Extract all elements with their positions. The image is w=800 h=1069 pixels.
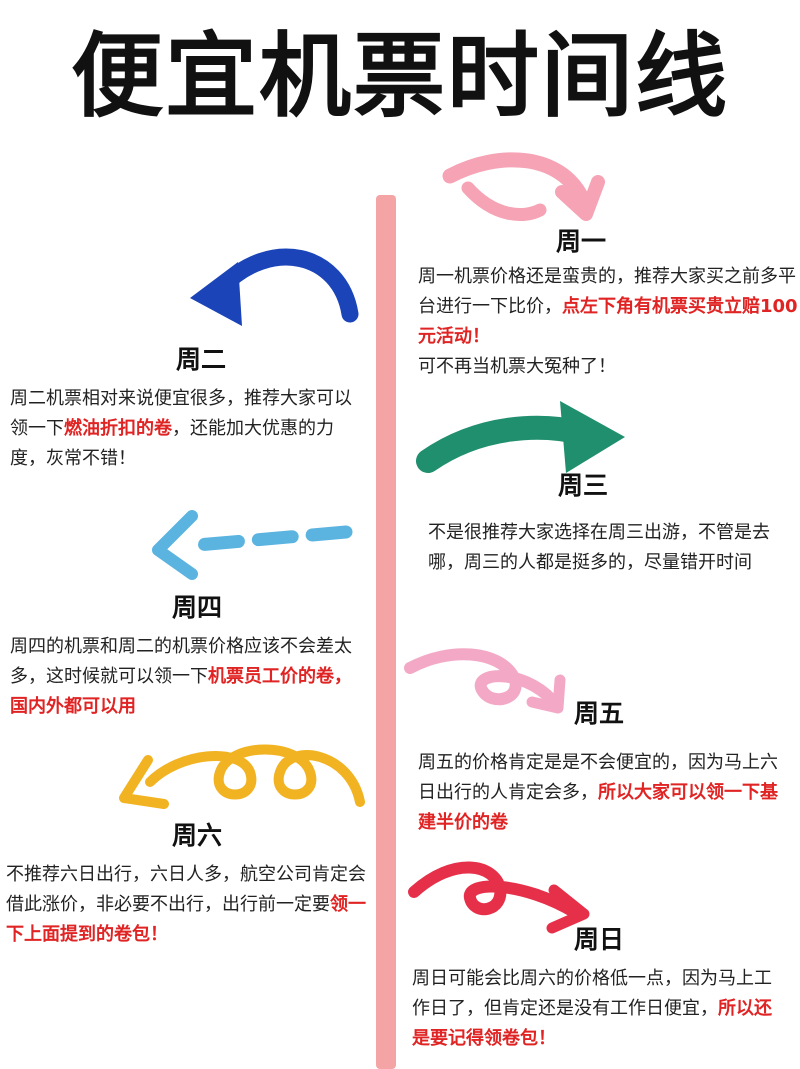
day-text-saturday: 不推荐六日出行，六日人多，航空公司肯定会借此涨价，非必要不出行，出行前一定要领一… bbox=[6, 860, 368, 950]
day-label-tuesday: 周二 bbox=[176, 345, 227, 374]
monday-arrow-icon bbox=[442, 152, 605, 221]
day-text-plain: 周一机票价格还是蛮贵的，推荐大家买之前多平台进行一下比价， bbox=[418, 266, 796, 317]
day-text-highlight: 机票员工价的卷，国内外都可以用 bbox=[10, 666, 352, 717]
day-text-plain: 不推荐六日出行，六日人多，航空公司肯定会借此涨价，非必要不出行，出行前一定要 bbox=[6, 864, 366, 915]
saturday-arrow-icon bbox=[119, 744, 365, 809]
day-text-highlight: 所以大家可以领一下基建半价的卷 bbox=[418, 782, 778, 833]
day-text-plain: 周日可能会比周六的价格低一点，因为马上工作日了，但肯定还是没有工作日便宜， bbox=[412, 968, 772, 1019]
day-text-wednesday: 不是很推荐大家选择在周三出游，不管是去哪，周三的人都是挺多的，尽量错开时间 bbox=[428, 518, 790, 578]
thursday-arrow-icon bbox=[152, 510, 353, 580]
day-text-plain: 不是很推荐大家选择在周三出游，不管是去哪，周三的人都是挺多的，尽量错开时间 bbox=[428, 522, 770, 573]
day-text-friday: 周五的价格肯定是是不会便宜的，因为马上六日出行的人肯定会多，所以大家可以领一下基… bbox=[418, 748, 778, 838]
tuesday-arrow-icon bbox=[190, 248, 359, 326]
day-label-thursday: 周四 bbox=[172, 593, 223, 622]
day-label-friday: 周五 bbox=[574, 699, 625, 728]
day-text-highlight: 领一下上面提到的卷包！ bbox=[6, 894, 366, 945]
day-text-highlight: 所以还是要记得领卷包！ bbox=[412, 998, 772, 1049]
timeline-bar bbox=[376, 195, 396, 1069]
page-title: 便宜机票时间线 bbox=[70, 23, 729, 130]
day-text-plain-end: ，还能加大优惠的力度，灰常不错！ bbox=[10, 418, 334, 469]
sunday-arrow-icon bbox=[408, 861, 590, 934]
day-label-saturday: 周六 bbox=[172, 821, 223, 850]
day-text-plain: 周四的机票和周二的机票价格应该不会差太多，这时候就可以领一下 bbox=[10, 636, 352, 687]
wednesday-arrow-icon bbox=[416, 401, 625, 473]
day-text-plain-end: 可不再当机票大冤种了！ bbox=[418, 356, 616, 377]
day-text-thursday: 周四的机票和周二的机票价格应该不会差太多，这时候就可以领一下机票员工价的卷，国内… bbox=[10, 632, 366, 722]
friday-arrow-icon bbox=[404, 648, 566, 714]
day-text-highlight: 燃油折扣的卷 bbox=[64, 418, 172, 439]
day-label-wednesday: 周三 bbox=[558, 471, 609, 500]
day-text-highlight: 点左下角有机票买贵立赔100元活动！ bbox=[418, 296, 798, 347]
day-text-sunday: 周日可能会比周六的价格低一点，因为马上工作日了，但肯定还是没有工作日便宜，所以还… bbox=[412, 964, 778, 1054]
day-text-plain: 周五的价格肯定是是不会便宜的，因为马上六日出行的人肯定会多， bbox=[418, 752, 778, 803]
day-label-monday: 周一 bbox=[556, 227, 607, 256]
day-label-sunday: 周日 bbox=[574, 925, 625, 954]
day-text-monday: 周一机票价格还是蛮贵的，推荐大家买之前多平台进行一下比价，点左下角有机票买贵立赔… bbox=[418, 262, 798, 382]
day-text-plain: 周二机票相对来说便宜很多，推荐大家可以领一下 bbox=[10, 388, 352, 439]
day-text-tuesday: 周二机票相对来说便宜很多，推荐大家可以领一下燃油折扣的卷，还能加大优惠的力度，灰… bbox=[10, 384, 365, 474]
